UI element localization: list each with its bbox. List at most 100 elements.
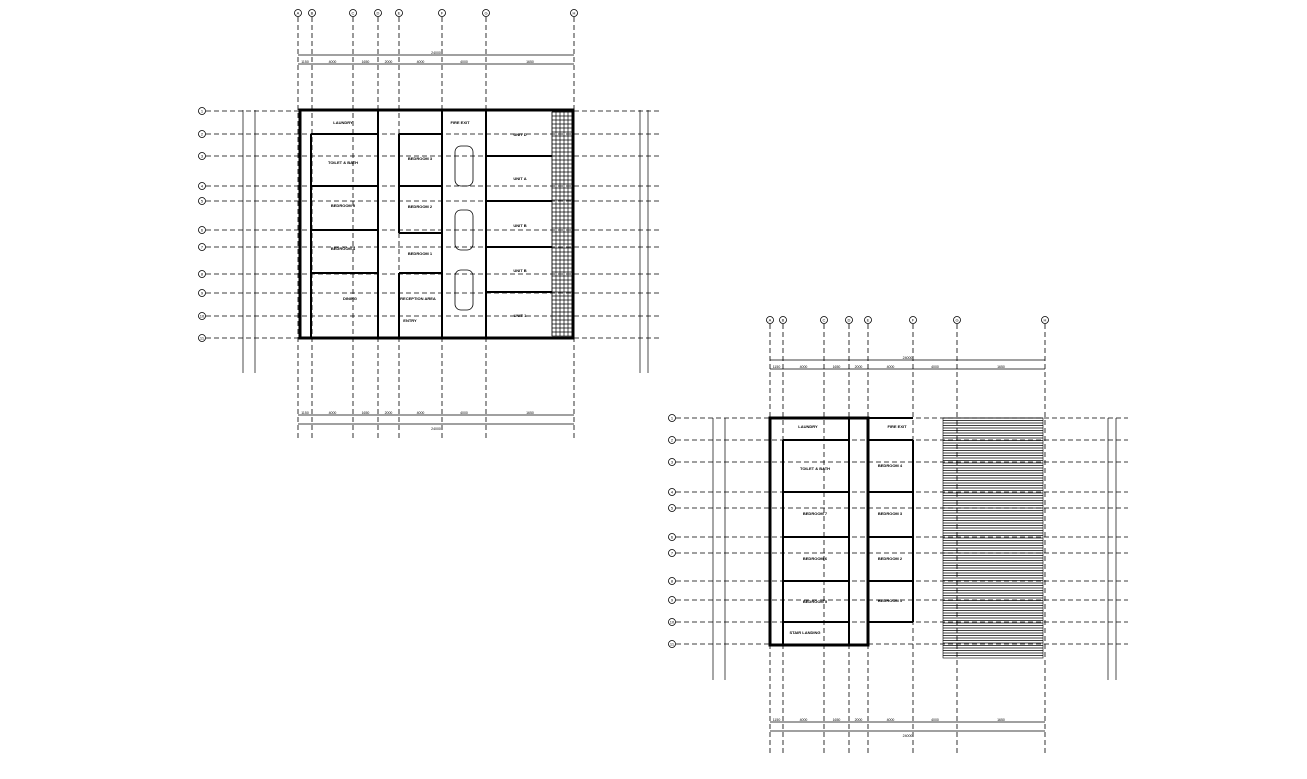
grid-label-row: 9 bbox=[201, 291, 204, 296]
dimension-value: 4000 bbox=[887, 718, 895, 722]
room-label: BEDROOM 6 bbox=[803, 556, 828, 561]
room-label: TOILET & BATH bbox=[328, 160, 358, 165]
grid-bubble bbox=[779, 316, 787, 324]
car-icon bbox=[454, 269, 474, 311]
room-label: LAUNDRY bbox=[333, 120, 353, 125]
grid-label-column: E bbox=[867, 318, 870, 323]
room-label: BEDROOM 5 bbox=[331, 203, 356, 208]
room-label: BEDROOM 3 bbox=[408, 156, 433, 161]
grid-bubble bbox=[668, 577, 676, 585]
dimension-value: 1150 bbox=[773, 718, 781, 722]
grid-bubble bbox=[668, 596, 676, 604]
grid-label-column: F bbox=[912, 318, 915, 323]
room-label: STAIR LANDING bbox=[789, 630, 820, 635]
room-label: UNIT A bbox=[513, 176, 526, 181]
grid-label-row: 8 bbox=[201, 272, 204, 277]
grid-bubble bbox=[198, 289, 206, 297]
dimension-total: 24000 bbox=[903, 356, 913, 360]
grid-label-row: 9 bbox=[671, 598, 674, 603]
grid-bubble bbox=[668, 549, 676, 557]
grid-label-column: B bbox=[311, 11, 314, 16]
dimension-value: 2000 bbox=[385, 60, 393, 64]
grid-label-row: 4 bbox=[671, 490, 674, 495]
grid-label-row: 1 bbox=[671, 416, 674, 421]
grid-bubble bbox=[438, 9, 446, 17]
grid-bubble bbox=[308, 9, 316, 17]
grid-bubble bbox=[668, 533, 676, 541]
grid-label-column: A bbox=[297, 11, 300, 16]
room-label: UNIT B bbox=[513, 268, 526, 273]
grid-bubble bbox=[198, 312, 206, 320]
exterior-wall bbox=[298, 108, 575, 340]
room-label: TOILET & BATH bbox=[800, 466, 830, 471]
dimension-value: 1650 bbox=[833, 365, 841, 369]
grid-label-row: 2 bbox=[671, 438, 674, 443]
grid-label-row: 10 bbox=[200, 314, 205, 319]
grid-label-column: B bbox=[782, 318, 785, 323]
grid-label-row: 10 bbox=[670, 620, 675, 625]
grid-bubble bbox=[198, 197, 206, 205]
room-label: BEDROOM 2 bbox=[878, 556, 903, 561]
grid-label-column: E bbox=[398, 11, 401, 16]
dimension-value: 4000 bbox=[800, 365, 808, 369]
grid-bubble bbox=[198, 334, 206, 342]
grid-label-column: G bbox=[955, 318, 958, 323]
grid-bubble bbox=[198, 152, 206, 160]
grid-bubble bbox=[198, 130, 206, 138]
room-label: FIRE EXIT bbox=[450, 120, 470, 125]
dimension-total: 24000 bbox=[431, 51, 441, 55]
grid-bubble bbox=[820, 316, 828, 324]
grid-label-row: 7 bbox=[201, 245, 204, 250]
grid-label-column: H bbox=[573, 11, 576, 16]
grid-label-column: D bbox=[848, 318, 851, 323]
dimension-value: 1650 bbox=[997, 718, 1005, 722]
dimension-value: 1150 bbox=[301, 60, 309, 64]
grid-bubble bbox=[668, 414, 676, 422]
dimension-value: 4000 bbox=[417, 411, 425, 415]
grid-bubble bbox=[198, 182, 206, 190]
dimension-value: 2000 bbox=[385, 411, 393, 415]
room-label: UNIT 1 bbox=[514, 313, 527, 318]
grid-bubble bbox=[395, 9, 403, 17]
grid-label-row: 1 bbox=[201, 109, 204, 114]
grid-bubble bbox=[668, 436, 676, 444]
grid-bubble bbox=[668, 458, 676, 466]
grid-label-column: H bbox=[1044, 318, 1047, 323]
grid-bubble bbox=[198, 226, 206, 234]
dimension-value: 4000 bbox=[329, 411, 337, 415]
dimension-value: 1650 bbox=[526, 411, 534, 415]
grid-bubble bbox=[668, 488, 676, 496]
dimension-value: 1650 bbox=[362, 411, 370, 415]
room-label: BEDROOM 7 bbox=[803, 511, 828, 516]
grid-label-column: G bbox=[484, 11, 487, 16]
grid-label-row: 4 bbox=[201, 184, 204, 189]
dimension-value: 4000 bbox=[887, 365, 895, 369]
grid-bubble bbox=[482, 9, 490, 17]
grid-label-column: A bbox=[769, 318, 772, 323]
room-label: BEDROOM 4 bbox=[331, 246, 356, 251]
grid-bubble bbox=[1041, 316, 1049, 324]
dimension-value: 4000 bbox=[931, 718, 939, 722]
room-label: BEDROOM 2 bbox=[408, 204, 433, 209]
grid-bubble bbox=[198, 243, 206, 251]
room-label: DINING bbox=[343, 296, 357, 301]
dimension-value: 4000 bbox=[800, 718, 808, 722]
dimension-value: 4000 bbox=[329, 60, 337, 64]
room-label: BEDROOM 5 bbox=[803, 599, 828, 604]
grid-label-column: C bbox=[352, 11, 355, 16]
grid-bubble bbox=[864, 316, 872, 324]
grid-bubble bbox=[198, 270, 206, 278]
dimension-value: 4000 bbox=[931, 365, 939, 369]
grid-bubble bbox=[198, 107, 206, 115]
dimension-value: 1150 bbox=[773, 365, 781, 369]
grid-label-row: 2 bbox=[201, 132, 204, 137]
grid-bubble bbox=[668, 618, 676, 626]
dimension-value: 1650 bbox=[997, 365, 1005, 369]
room-label: BEDROOM 1 bbox=[878, 598, 903, 603]
grid-label-row: 7 bbox=[671, 551, 674, 556]
dimension-value: 1150 bbox=[301, 411, 309, 415]
grid-label-row: 6 bbox=[671, 535, 674, 540]
dimension-value: 4000 bbox=[460, 411, 468, 415]
